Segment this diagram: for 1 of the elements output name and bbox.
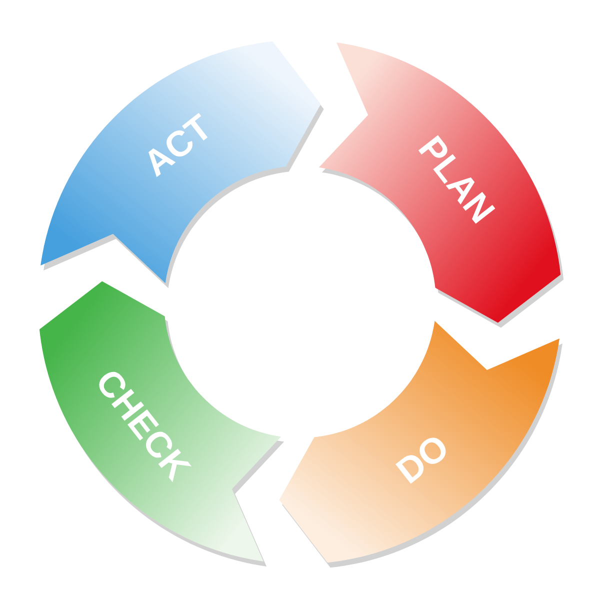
ring-segment: DO [279,320,562,568]
